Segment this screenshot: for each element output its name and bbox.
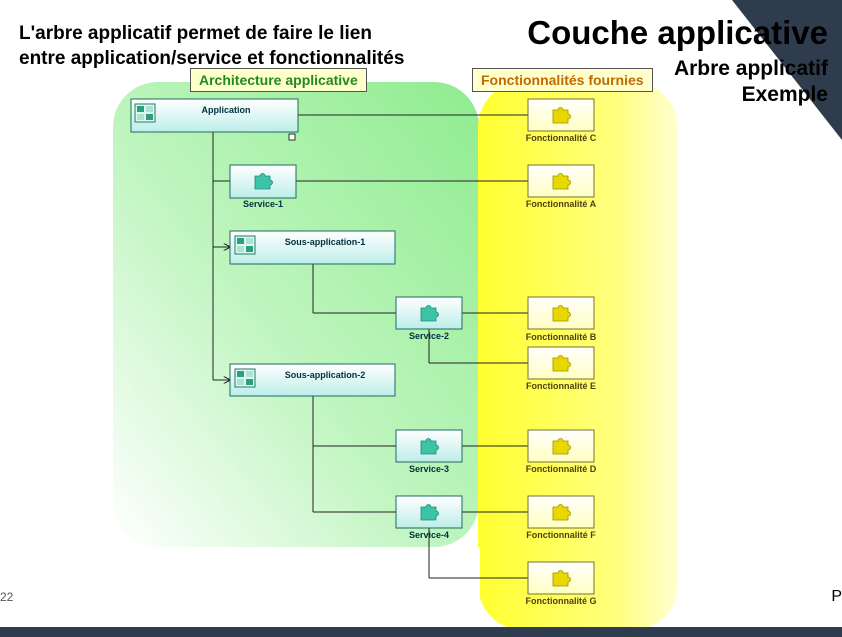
header-architecture-applicative: Architecture applicative [190,68,367,92]
architecture-zone [113,82,479,547]
node-application[interactable]: Application [130,98,299,133]
node-service-3[interactable] [395,429,463,463]
node-fonctionnalite-e[interactable] [527,346,595,380]
label-fonctionnalite-b: Fonctionnalité B [526,332,597,342]
label-service-4: Service-4 [409,530,449,540]
application-icon [234,235,256,255]
puzzle-icon [552,173,571,190]
puzzle-icon [552,570,571,587]
subtitle-line-1: Arbre applicatif [673,57,828,80]
puzzle-icon [420,305,439,322]
label-fonctionnalite-a: Fonctionnalité A [526,199,597,209]
application-icon [134,103,156,123]
header-fonctionnalites-fournies: Fonctionnalités fournies [472,68,653,92]
puzzle-icon [552,355,571,372]
label-service-1: Service-1 [243,199,283,209]
label-sous-application-2: Sous-application-2 [285,370,366,380]
label-fonctionnalite-g: Fonctionnalité G [526,596,597,606]
label-fonctionnalite-f: Fonctionnalité F [526,530,596,540]
white-panel-bottom [114,547,480,629]
corner-decoration [732,0,842,140]
puzzle-icon [420,438,439,455]
node-sous-application-2[interactable]: Sous-application-2 [229,363,396,397]
node-service-2[interactable] [395,296,463,330]
label-fonctionnalite-e: Fonctionnalité E [526,381,596,391]
label-application: Application [202,105,251,115]
puzzle-icon [420,504,439,521]
intro-line-2: entre application/service et fonctionnal… [19,48,405,69]
label-sous-application-1: Sous-application-1 [285,237,366,247]
node-fonctionnalite-g[interactable] [527,561,595,595]
application-icon [234,368,256,388]
puzzle-icon [552,504,571,521]
intro-text: L'arbre applicatif permet de faire le li… [19,21,404,71]
node-service-4[interactable] [395,495,463,529]
subtitle-line-2: Exemple [741,83,828,106]
collapse-toggle[interactable] [288,133,296,141]
node-fonctionnalite-c[interactable] [527,98,595,132]
puzzle-icon [552,438,571,455]
node-service-1[interactable] [229,164,297,199]
puzzle-icon [552,107,571,124]
footer-char: P [831,588,842,605]
label-fonctionnalite-d: Fonctionnalité D [526,464,597,474]
label-service-3: Service-3 [409,464,449,474]
node-fonctionnalite-d[interactable] [527,429,595,463]
label-service-2: Service-2 [409,331,449,341]
slide-subtitle: Arbre applicatif Exemple [674,56,828,108]
intro-line-1: L'arbre applicatif permet de faire le li… [19,23,372,44]
node-fonctionnalite-b[interactable] [527,296,595,330]
label-fonctionnalite-c: Fonctionnalité C [526,133,597,143]
page-number: 22 [0,590,14,604]
puzzle-icon [552,305,571,322]
node-sous-application-1[interactable]: Sous-application-1 [229,230,396,265]
slide-title: Couche applicative [527,14,828,51]
node-fonctionnalite-f[interactable] [527,495,595,529]
bottom-bar [0,627,842,637]
node-fonctionnalite-a[interactable] [527,164,595,198]
puzzle-icon [254,173,273,190]
